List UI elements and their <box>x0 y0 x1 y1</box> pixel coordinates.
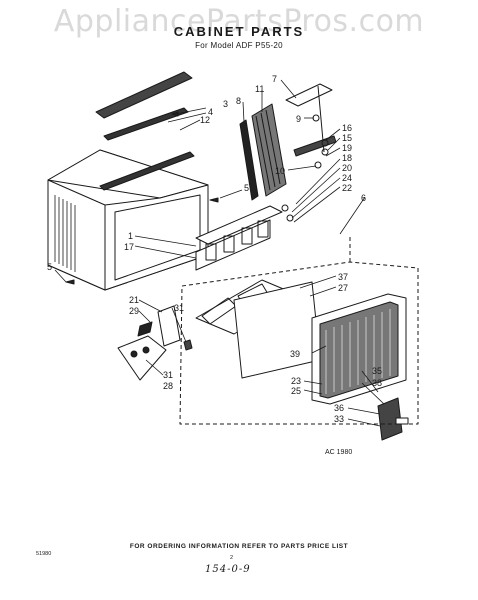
part-label-36: 36 <box>334 403 344 413</box>
part-label-10: 10 <box>275 166 285 176</box>
part-label-15: 15 <box>342 133 352 143</box>
side-hardware <box>281 139 329 222</box>
part-label-39: 39 <box>290 349 300 359</box>
dashed-enclosure <box>179 234 419 425</box>
part-label-27: 27 <box>338 283 348 293</box>
part-label-38: 38 <box>372 378 382 388</box>
control-box <box>117 305 193 381</box>
part-label-20: 20 <box>342 163 352 173</box>
ordering-note: FOR ORDERING INFORMATION REFER TO PARTS … <box>129 543 349 550</box>
cabinet-shell <box>47 149 209 291</box>
part-label-5-left: 5 <box>47 262 52 272</box>
part-label-1: 1 <box>128 231 133 241</box>
part-label-17: 17 <box>124 242 134 252</box>
drawing-code: AC 1980 <box>325 449 353 456</box>
filter-and-panel <box>195 279 321 379</box>
page-number: 2 <box>230 555 234 561</box>
part-label-8: 8 <box>236 96 241 106</box>
part-label-6: 6 <box>361 193 366 203</box>
part-label-28: 28 <box>163 381 173 391</box>
part-label-9: 9 <box>296 114 301 124</box>
part-label-37: 37 <box>338 272 348 282</box>
footer-left-code: 51980 <box>36 551 52 557</box>
part-label-31-lower: 31 <box>163 370 173 380</box>
top-rails <box>95 71 195 191</box>
mounting-bracket <box>195 205 283 271</box>
part-label-4: 4 <box>208 107 213 117</box>
diagram-title: CABINET PARTS <box>173 24 305 39</box>
part-label-19: 19 <box>342 143 352 153</box>
part-label-24: 24 <box>342 173 352 183</box>
screws <box>65 111 219 285</box>
part-label-5: 5 <box>244 183 249 193</box>
part-label-35: 35 <box>372 366 382 376</box>
part-label-33: 33 <box>334 414 344 424</box>
part-label-12: 12 <box>200 115 210 125</box>
leader-lines <box>54 79 385 427</box>
front-grille <box>311 293 407 405</box>
part-label-23: 23 <box>291 376 301 386</box>
part-label-11: 11 <box>255 84 264 94</box>
part-number-labels: 7 11 8 3 4 12 9 16 15 19 10 18 20 24 22 … <box>47 74 382 424</box>
part-label-29: 29 <box>129 306 139 316</box>
part-label-25: 25 <box>291 386 301 396</box>
part-label-3: 3 <box>223 99 228 109</box>
part-label-22: 22 <box>342 183 352 193</box>
part-label-18: 18 <box>342 153 352 163</box>
part-label-16: 16 <box>342 123 352 133</box>
control-door <box>377 397 409 441</box>
part-label-7: 7 <box>272 74 277 84</box>
handwritten-note: 154-0-9 <box>205 564 251 575</box>
diagram-subtitle: For Model ADF P55-20 <box>195 41 283 50</box>
watermark: AppliancePartsPros.com <box>53 4 425 39</box>
part-label-21: 21 <box>129 295 139 305</box>
part-label-31: 31 <box>174 303 184 313</box>
